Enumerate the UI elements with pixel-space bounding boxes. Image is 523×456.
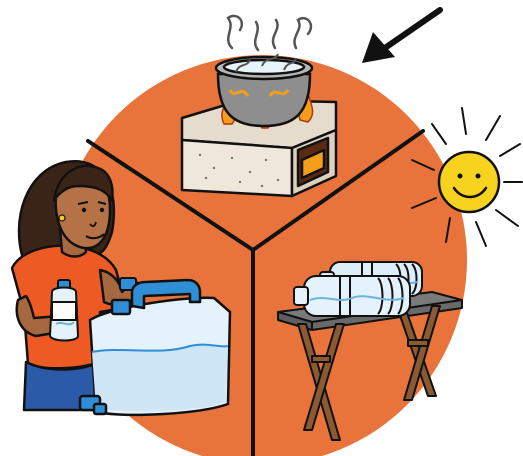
steam-icon bbox=[226, 14, 313, 52]
panel-dividers bbox=[86, 129, 425, 456]
water-container-icon bbox=[78, 278, 232, 417]
arrow-pointing-to-pot-icon bbox=[362, 7, 443, 63]
bottle-front bbox=[293, 275, 411, 317]
chlorination-panel bbox=[10, 159, 232, 417]
water-bottles-icon bbox=[293, 261, 423, 317]
solar-disinfection-panel bbox=[277, 107, 523, 441]
boiling-water-panel bbox=[180, 14, 338, 198]
sun-icon bbox=[411, 107, 523, 247]
cooking-pot-icon bbox=[214, 53, 314, 128]
chlorine-bottle-icon bbox=[48, 279, 80, 342]
